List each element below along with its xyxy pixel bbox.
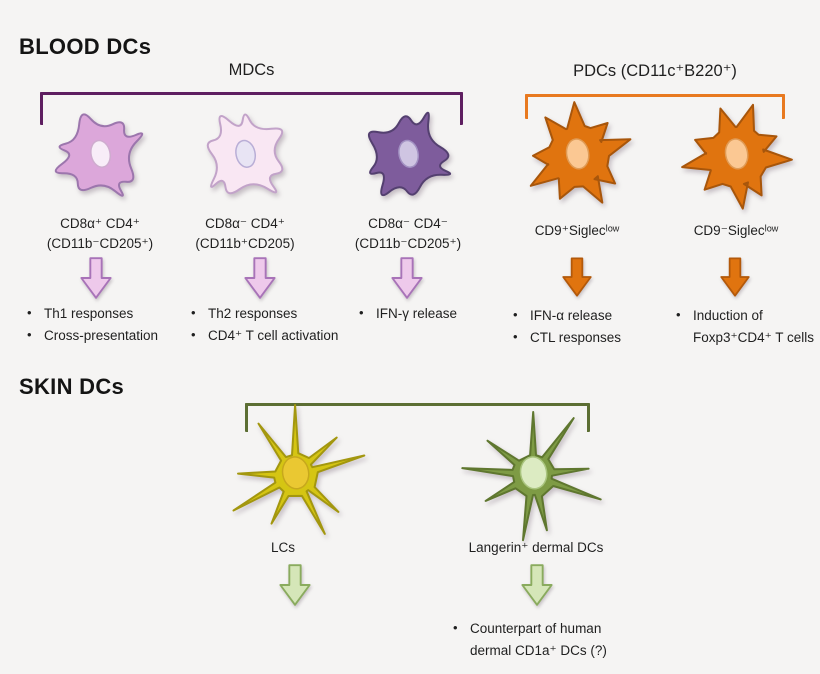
marker-label-5: CD9⁻Siglecˡᵒʷ xyxy=(646,221,820,241)
pdc-bracket xyxy=(525,94,785,119)
function-item: Cross-presentation xyxy=(26,324,191,347)
function-item: IFN-α release xyxy=(512,304,677,327)
lc-label: LCs xyxy=(270,540,295,555)
marker-line1: CD9⁻Siglecˡᵒʷ xyxy=(693,223,779,238)
function-item: Counterpart of human dermal CD1a⁺ DCs (?… xyxy=(452,617,612,662)
function-list-3: IFN-γ release xyxy=(358,302,508,325)
marker-line2: (CD11b⁺CD205) xyxy=(195,236,295,252)
function-item: CD4⁺ T cell activation xyxy=(190,324,390,347)
marker-line1: CD8α⁻ CD4⁺ xyxy=(205,216,285,231)
function-list-1: Th1 responses Cross-presentation xyxy=(26,302,191,347)
marker-line1: CD8α⁻ CD4⁻ xyxy=(368,216,448,231)
function-item: Induction of Foxp3⁺CD4⁺ T cells xyxy=(675,304,820,349)
mdc-bracket xyxy=(40,92,463,125)
pdc-group-label: PDCs (CD11c⁺B220⁺) xyxy=(573,62,737,80)
function-list-4: IFN-α release CTL responses xyxy=(512,304,677,349)
function-list-5: Induction of Foxp3⁺CD4⁺ T cells xyxy=(675,304,820,349)
down-arrow-icon xyxy=(279,564,311,606)
down-arrow-icon xyxy=(562,257,592,297)
down-arrow-icon xyxy=(80,257,112,299)
mdc-cell-3-icon xyxy=(367,111,452,197)
down-arrow-icon xyxy=(391,257,423,299)
skin-function-list: Counterpart of human dermal CD1a⁺ DCs (?… xyxy=(452,617,612,662)
down-arrow-icon xyxy=(244,257,276,299)
mdc-cell-2-icon xyxy=(206,113,284,195)
dermal-dc-label: Langerin⁺ dermal DCs xyxy=(468,540,604,555)
function-item: Th1 responses xyxy=(26,302,191,325)
mdc-group-label: MDCs xyxy=(228,61,275,79)
down-arrow-icon xyxy=(720,257,750,297)
marker-label-1: CD8α⁺ CD4⁺ (CD11b⁻CD205⁺) xyxy=(10,214,190,255)
skin-bracket xyxy=(245,403,590,432)
skin-section-title: SKIN DCs xyxy=(19,374,125,399)
marker-label-4: CD9⁺Siglecˡᵒʷ xyxy=(487,221,667,241)
pdc-cell-1-icon xyxy=(529,101,632,204)
dermal-dc-cell-icon xyxy=(461,411,602,542)
function-item: Th2 responses xyxy=(190,302,390,325)
mdc-cell-1-icon xyxy=(54,113,144,197)
function-item: IFN-γ release xyxy=(358,302,508,325)
blood-section-title: BLOOD DCs xyxy=(19,34,152,59)
marker-label-2: CD8α⁻ CD4⁺ (CD11b⁺CD205) xyxy=(155,214,335,255)
function-item: CTL responses xyxy=(512,326,677,349)
function-list-2: Th2 responses CD4⁺ T cell activation xyxy=(190,302,390,347)
marker-label-3: CD8α⁻ CD4⁻ (CD11b⁻CD205⁺) xyxy=(318,214,498,255)
marker-line1: CD8α⁺ CD4⁺ xyxy=(60,216,140,231)
lc-cell-icon xyxy=(232,404,366,535)
marker-line2: (CD11b⁻CD205⁺) xyxy=(46,236,154,252)
pdc-cell-2-icon xyxy=(681,103,793,210)
marker-line2: (CD11b⁻CD205⁺) xyxy=(354,236,462,252)
down-arrow-icon xyxy=(521,564,553,606)
marker-line1: CD9⁺Siglecˡᵒʷ xyxy=(534,223,620,238)
